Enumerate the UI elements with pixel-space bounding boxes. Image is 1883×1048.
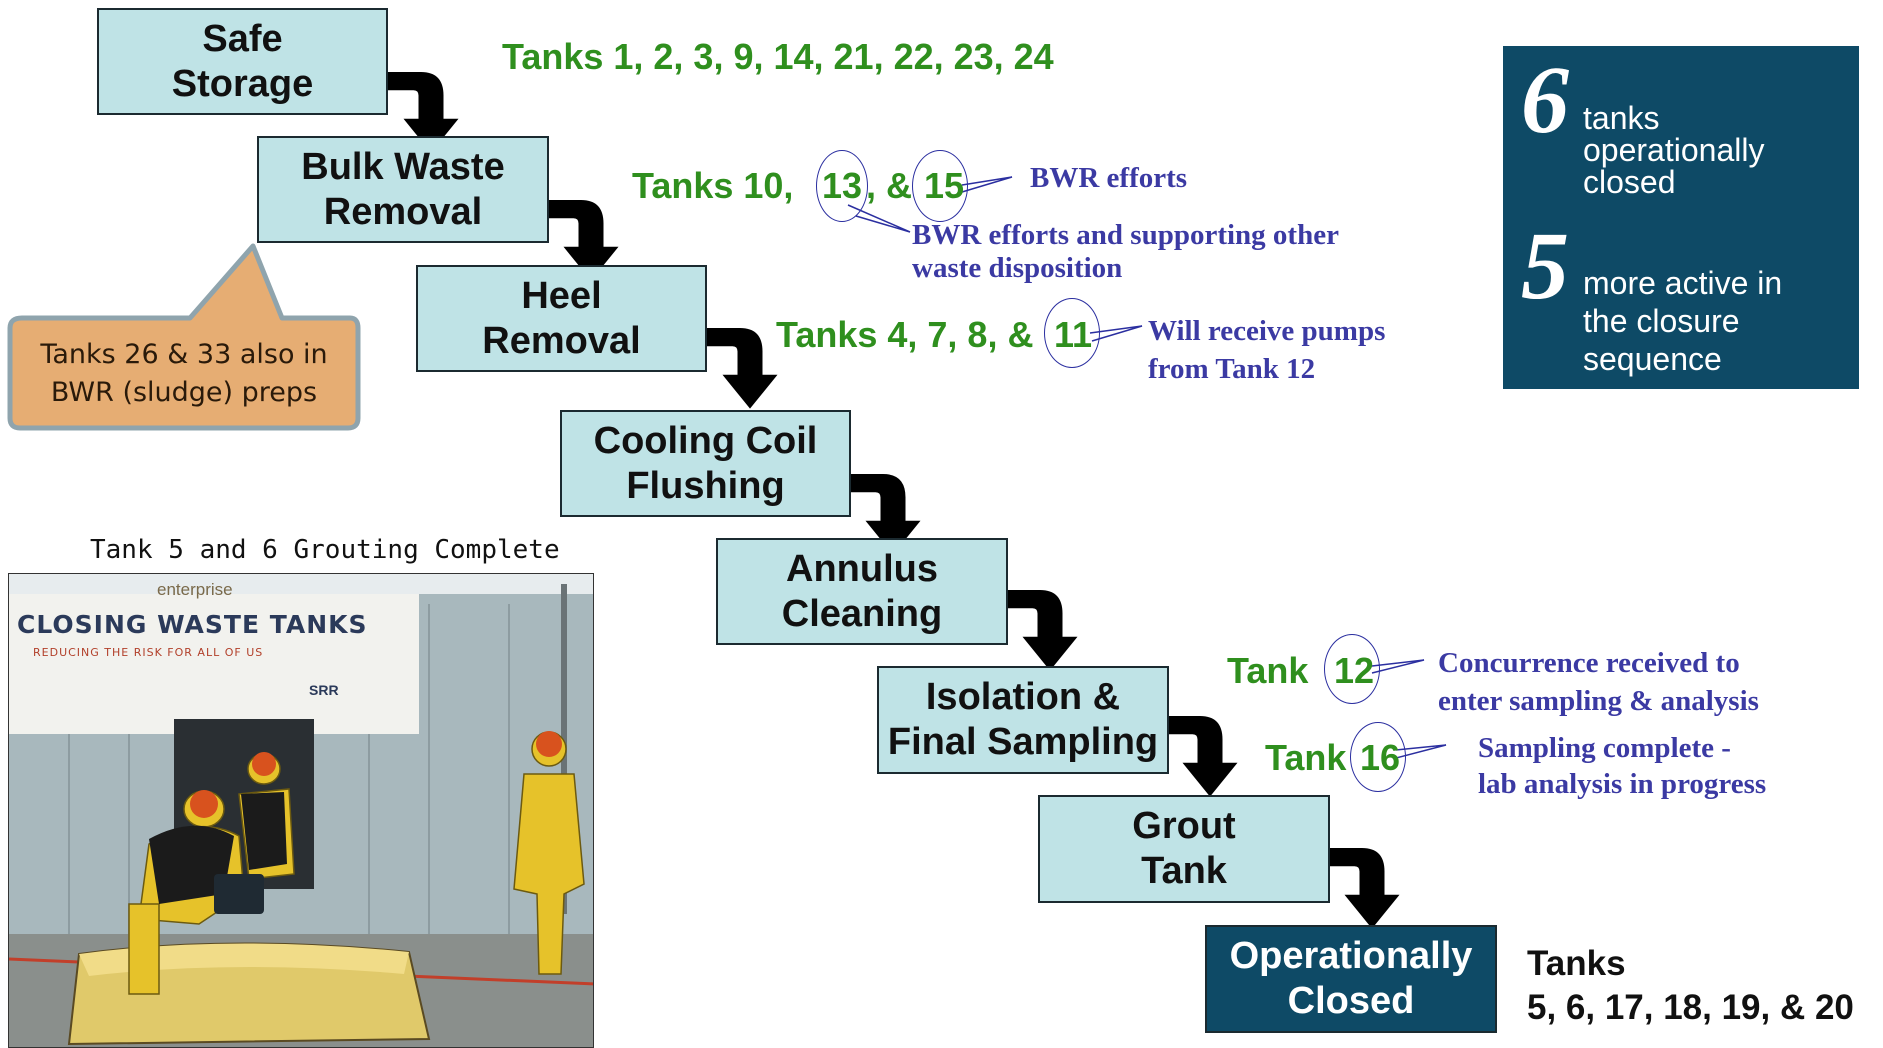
step-label: Bulk Waste bbox=[301, 145, 505, 188]
arrow-grout-to-closed bbox=[1327, 848, 1400, 929]
step-label: Safe bbox=[202, 17, 283, 60]
banner-title: CLOSING WASTE TANKS bbox=[17, 610, 368, 639]
note-leaders bbox=[847, 176, 1447, 759]
tanks-bulk-amp: , & bbox=[866, 165, 913, 206]
arrow-annulus-to-isolation bbox=[1005, 590, 1078, 671]
step-isolation-final-sampling: Isolation & Final Sampling bbox=[877, 666, 1169, 774]
callout-line: BWR (sludge) preps bbox=[50, 377, 318, 408]
note-bwr-other: BWR efforts and supporting other waste d… bbox=[912, 219, 1339, 285]
arrow-heel-to-cooling bbox=[705, 328, 778, 409]
note-line: Will receive pumps bbox=[1148, 315, 1386, 347]
banner-brand: enterprise bbox=[157, 580, 233, 599]
step-cooling-coil-flushing: Cooling Coil Flushing bbox=[560, 410, 851, 517]
active-count: 5 bbox=[1521, 212, 1569, 319]
note-line: lab analysis in progress bbox=[1478, 768, 1767, 800]
closed-tanks-label: Tanks bbox=[1527, 944, 1626, 983]
note-sampling-complete: Sampling complete - lab analysis in prog… bbox=[1478, 730, 1766, 802]
active-count-label: more active in the closure sequence bbox=[1583, 264, 1782, 378]
step-label: Cooling Coil bbox=[593, 419, 818, 462]
step-label: Cleaning bbox=[781, 592, 943, 635]
step-bulk-waste-removal: Bulk Waste Removal bbox=[257, 136, 549, 243]
tanks-bulk-prefix: Tanks 10, bbox=[632, 165, 794, 206]
closed-tanks-block: Tanks 5, 6, 17, 18, 19, & 20 bbox=[1527, 942, 1854, 1030]
step-operationally-closed: Operationally Closed bbox=[1205, 925, 1497, 1033]
banner-subtitle: REDUCING THE RISK FOR ALL OF US bbox=[33, 646, 264, 659]
note-line: waste disposition bbox=[912, 252, 1123, 284]
grouting-photo: enterprise CLOSING WASTE TANKS REDUCING … bbox=[8, 573, 594, 1048]
circle-tank-12 bbox=[1324, 634, 1380, 704]
photo-caption: Tank 5 and 6 Grouting Complete bbox=[90, 535, 560, 565]
step-safe-storage: Safe Storage bbox=[97, 8, 388, 115]
tanks-isolation-prefix: Tank bbox=[1227, 650, 1309, 691]
note-line: Concurrence received to bbox=[1438, 647, 1740, 679]
photo-illustration bbox=[9, 574, 593, 1047]
step-label: Annulus bbox=[786, 547, 938, 590]
step-heel-removal: Heel Removal bbox=[416, 265, 707, 372]
callout-shape bbox=[7, 243, 361, 431]
circle-tank-16 bbox=[1350, 722, 1406, 792]
tanks-grout-prefix: Tank bbox=[1265, 737, 1347, 778]
stat-line: closed bbox=[1583, 164, 1676, 200]
tanks-safe-storage: Tanks 1, 2, 3, 9, 14, 21, 22, 23, 24 bbox=[502, 36, 1054, 77]
note-concurrence: Concurrence received to enter sampling &… bbox=[1438, 644, 1759, 720]
step-label: Removal bbox=[482, 319, 641, 362]
closed-count-label: tanks operationally closed bbox=[1583, 102, 1764, 198]
step-annulus-cleaning: Annulus Cleaning bbox=[716, 538, 1008, 645]
step-label: Removal bbox=[323, 190, 483, 233]
callout-line: Tanks 26 & 33 also in bbox=[40, 339, 328, 370]
step-label: Final Sampling bbox=[887, 721, 1159, 763]
circle-tank-13 bbox=[816, 150, 868, 222]
step-label: Closed bbox=[1287, 980, 1415, 1022]
stat-line: the closure bbox=[1583, 303, 1740, 339]
step-label: Operationally bbox=[1229, 935, 1473, 977]
note-line: BWR efforts and supporting other bbox=[912, 219, 1339, 251]
stat-line: tanks bbox=[1583, 100, 1660, 136]
arrow-isolation-to-grout bbox=[1165, 716, 1238, 797]
step-label: Heel bbox=[521, 274, 602, 317]
step-label: Grout bbox=[1132, 805, 1236, 847]
circle-tank-15 bbox=[912, 150, 968, 222]
stat-line: operationally bbox=[1583, 132, 1765, 168]
note-line: Sampling complete - bbox=[1478, 732, 1731, 764]
stat-line: more active in bbox=[1583, 265, 1783, 301]
step-grout-tank: Grout Tank bbox=[1038, 795, 1330, 903]
circle-tank-11 bbox=[1044, 298, 1100, 368]
callout-sludge-preps: Tanks 26 & 33 also in BWR (sludge) preps bbox=[14, 336, 354, 412]
step-label: Flushing bbox=[626, 464, 785, 507]
step-label: Storage bbox=[171, 62, 314, 105]
step-label: Tank bbox=[1141, 850, 1227, 892]
note-receive-pumps: Will receive pumps from Tank 12 bbox=[1148, 312, 1385, 388]
closed-count: 6 bbox=[1521, 46, 1569, 153]
banner-logo: SRR bbox=[309, 682, 339, 698]
step-label: Isolation & bbox=[925, 676, 1121, 718]
stat-line: sequence bbox=[1583, 341, 1722, 377]
closure-stats-panel: 6 tanks operationally closed 5 more acti… bbox=[1503, 46, 1859, 389]
tanks-heel-prefix: Tanks 4, 7, 8, & bbox=[776, 314, 1034, 355]
note-line: from Tank 12 bbox=[1148, 353, 1316, 385]
note-line: enter sampling & analysis bbox=[1438, 685, 1759, 717]
note-bwr-efforts: BWR efforts bbox=[1030, 162, 1188, 194]
closed-tanks-list: 5, 6, 17, 18, 19, & 20 bbox=[1527, 988, 1854, 1027]
